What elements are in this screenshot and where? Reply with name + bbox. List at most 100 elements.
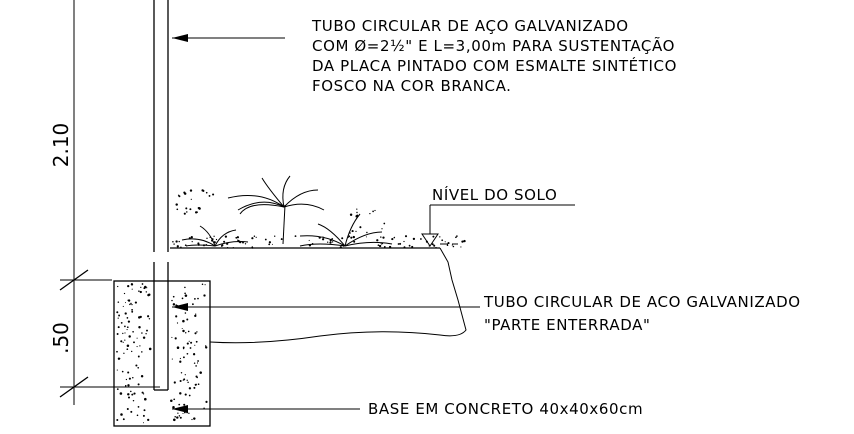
concrete-speckle — [181, 327, 183, 330]
concrete-speckle — [191, 418, 193, 421]
concrete-speckle — [131, 310, 134, 313]
soil-dot — [224, 235, 228, 238]
concrete-speckle — [124, 339, 126, 341]
concrete-speckle — [188, 340, 190, 342]
concrete-speckle — [131, 303, 133, 306]
soil-dot — [173, 243, 175, 245]
concrete-speckle — [117, 285, 119, 288]
steel-pole — [153, 0, 169, 391]
concrete-speckle — [173, 381, 176, 384]
concrete-speckle — [173, 418, 176, 422]
soil-dot — [352, 235, 355, 239]
soil-dot — [353, 240, 356, 243]
concrete-base-outline — [113, 280, 211, 427]
soil-dot — [455, 236, 457, 239]
concrete-speckle — [144, 285, 147, 289]
soil-dot — [435, 246, 437, 249]
soil-dot — [383, 222, 386, 225]
concrete-speckle — [136, 337, 138, 339]
arrowhead-icon — [172, 34, 188, 42]
concrete-speckle — [132, 376, 134, 379]
concrete-speckle — [188, 387, 192, 390]
soil-dot — [244, 243, 247, 245]
soil-dot — [205, 191, 208, 194]
concrete-speckle — [117, 301, 120, 303]
concrete-speckle — [140, 375, 144, 378]
concrete-speckle — [127, 284, 130, 288]
concrete-speckle — [192, 303, 194, 306]
soil-dot — [463, 239, 466, 243]
concrete-speckle — [117, 317, 119, 319]
plant-small-right — [299, 213, 393, 247]
concrete-speckle — [184, 286, 186, 289]
concrete-speckle — [148, 293, 151, 296]
soil-dot — [294, 235, 297, 238]
soil-dot — [446, 244, 449, 246]
concrete-speckle — [187, 381, 189, 384]
soil-dot — [380, 236, 382, 238]
concrete-speckle — [124, 312, 127, 315]
concrete-speckle — [184, 312, 187, 314]
soil-dot — [178, 195, 181, 198]
concrete-speckle — [205, 400, 208, 403]
tube-buried-line-2: "PARTE ENTERRADA" — [484, 316, 650, 334]
concrete-speckle — [184, 332, 187, 334]
concrete-speckle — [192, 353, 196, 356]
soil-dot — [189, 208, 192, 211]
soil-dot — [213, 235, 215, 237]
plant-large — [227, 175, 325, 245]
concrete-speckle — [141, 391, 144, 394]
concrete-speckle — [147, 418, 150, 422]
soil-dot — [372, 210, 374, 213]
soil-dot — [355, 230, 357, 233]
soil-dot — [321, 238, 325, 241]
concrete-speckle — [146, 287, 148, 289]
ground-level-marker: NÍVEL DO SOLO — [421, 185, 575, 247]
concrete-speckle — [116, 388, 119, 390]
concrete-speckle — [186, 318, 189, 321]
soil-dot — [331, 241, 334, 243]
concrete-speckle — [195, 313, 197, 315]
concrete-speckle — [145, 291, 148, 293]
soil-dot — [341, 237, 344, 240]
concrete-speckle — [138, 316, 141, 319]
concrete-speckle — [135, 364, 138, 367]
concrete-speckle — [172, 303, 176, 306]
callout-concrete-base: BASE EM CONCRETO 40x40x60cm — [172, 400, 643, 418]
concrete-speckle — [144, 397, 147, 401]
soil-dot — [433, 244, 436, 247]
callout-tube-top: TUBO CIRCULAR DE AÇO GALVANIZADO COM Ø=2… — [172, 17, 677, 95]
concrete-speckle — [197, 360, 200, 362]
soil-dot — [404, 235, 408, 238]
concrete-speckle — [193, 417, 196, 420]
concrete-speckle — [174, 337, 177, 340]
concrete-speckle — [184, 292, 186, 295]
concrete-speckle — [126, 326, 129, 329]
soil-dot — [183, 192, 187, 195]
soil-dot — [253, 235, 256, 237]
soil-texture — [172, 189, 466, 249]
soil-dot — [186, 211, 188, 213]
concrete-speckle — [145, 333, 147, 335]
concrete-speckle — [117, 326, 120, 329]
concrete-speckle — [142, 393, 145, 395]
tube-top-line-3: DA PLACA PINTADO COM ESMALTE SINTÉTICO — [312, 56, 677, 75]
concrete-speckle — [126, 344, 130, 347]
concrete-speckle — [176, 346, 180, 349]
tube-top-line-2: COM Ø=2½" E L=3,00m PARA SUSTENTAÇÃO — [312, 36, 675, 55]
concrete-speckle — [194, 298, 196, 300]
soil-dot — [393, 237, 395, 239]
concrete-speckle — [122, 418, 125, 421]
concrete-speckle — [128, 377, 131, 380]
soil-dot — [383, 246, 386, 248]
concrete-texture — [116, 283, 208, 424]
soil-dot — [206, 237, 208, 240]
concrete-speckle — [137, 366, 140, 369]
concrete-speckle — [178, 415, 181, 417]
concrete-speckle — [133, 392, 136, 395]
soil-dot — [350, 236, 353, 239]
concrete-speckle — [181, 297, 184, 300]
soil-dot — [329, 241, 332, 244]
concrete-speckle — [118, 314, 121, 317]
